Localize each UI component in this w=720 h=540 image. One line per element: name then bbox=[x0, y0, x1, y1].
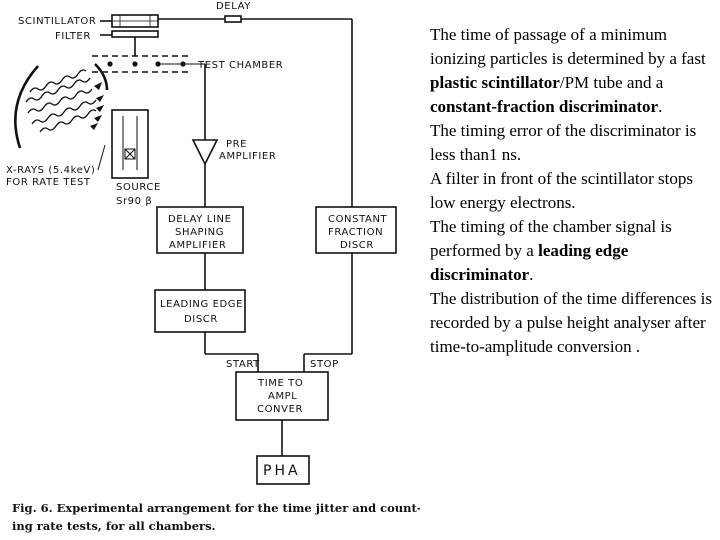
test-chamber-label: TEST CHAMBER bbox=[197, 60, 283, 71]
tac-line2: AMPL bbox=[268, 391, 297, 402]
source-label-line2: Sr90 β bbox=[116, 196, 152, 207]
figure-caption-line2: ing rate tests, for all chambers. bbox=[12, 519, 216, 533]
led-line1: LEADING EDGE bbox=[160, 299, 243, 310]
paragraph-chamber-timing: The timing of the chamber signal is perf… bbox=[430, 215, 720, 287]
delay-line-shaping-amplifier bbox=[156, 206, 244, 254]
preamp-label-line1: PRE bbox=[226, 139, 247, 150]
text-run: . bbox=[658, 97, 663, 116]
paragraph-timing-error: The timing error of the discriminator is… bbox=[430, 121, 697, 164]
filter bbox=[111, 30, 159, 38]
tac-line1: TIME TO bbox=[257, 378, 303, 389]
source-label-line1: SOURCE bbox=[116, 182, 161, 193]
filter-label: FILTER bbox=[55, 31, 91, 42]
text-run: . bbox=[529, 265, 534, 284]
led-line2: DISCR bbox=[184, 314, 218, 325]
delay-amp-line1: DELAY LINE bbox=[168, 214, 232, 225]
scintillator bbox=[111, 14, 159, 28]
scintillator-label: SCINTILLATOR bbox=[18, 16, 96, 27]
figure-caption-line1: Fig. 6. Experimental arrangement for the… bbox=[12, 501, 420, 515]
bold-plastic-scintillator: plastic scintillator bbox=[430, 73, 560, 92]
stop-label: STOP bbox=[310, 359, 339, 370]
paragraph-filter: A filter in front of the scintillator st… bbox=[430, 169, 693, 212]
paragraph-scintillator: The time of passage of a minimum ionizin… bbox=[430, 23, 720, 119]
cfd-line2: FRACTION bbox=[328, 227, 383, 238]
leading-edge-discriminator bbox=[154, 289, 246, 333]
preamplifier-triangle bbox=[191, 139, 219, 166]
x-ray-label-line1: X-RAYS (5.4keV) bbox=[6, 165, 95, 176]
text-run: /PM tube and a bbox=[559, 73, 664, 92]
experimental-arrangement-diagram: SCINTILLATOR FILTER DELAY TEST CHAMBER bbox=[6, 1, 420, 533]
pulse-height-analyser bbox=[256, 455, 310, 485]
x-ray-label-line2: FOR RATE TEST bbox=[6, 177, 91, 188]
delay-label: DELAY bbox=[216, 1, 251, 12]
text-run: The time of passage of a minimum ionizin… bbox=[430, 25, 706, 68]
cfd-line3: DISCR bbox=[340, 240, 374, 251]
delay-amp-line3: AMPLIFIER bbox=[169, 240, 226, 251]
cfd-line1: CONSTANT bbox=[328, 214, 388, 225]
paragraph-pha: The distribution of the time differences… bbox=[430, 289, 713, 356]
tac-line3: CONVER bbox=[257, 404, 303, 415]
description-text: The time of passage of a minimum ionizin… bbox=[430, 23, 720, 359]
time-to-amplitude-converter bbox=[235, 371, 329, 421]
preamp-label-line2: AMPLIFIER bbox=[219, 151, 276, 162]
start-label: START bbox=[226, 359, 260, 370]
delay-element bbox=[224, 15, 242, 23]
delay-amp-line2: SHAPING bbox=[175, 227, 224, 238]
pha-label: PHA bbox=[263, 463, 301, 479]
constant-fraction-discriminator bbox=[315, 206, 397, 254]
x-ray-wave-icon bbox=[14, 63, 109, 149]
bold-constant-fraction-discriminator: constant-fraction discriminator bbox=[430, 97, 659, 116]
source-holder bbox=[111, 109, 149, 179]
bold-leading-edge-discriminator: leading edge discriminator bbox=[430, 241, 629, 284]
text-run: The timing of the chamber signal is perf… bbox=[430, 217, 672, 260]
